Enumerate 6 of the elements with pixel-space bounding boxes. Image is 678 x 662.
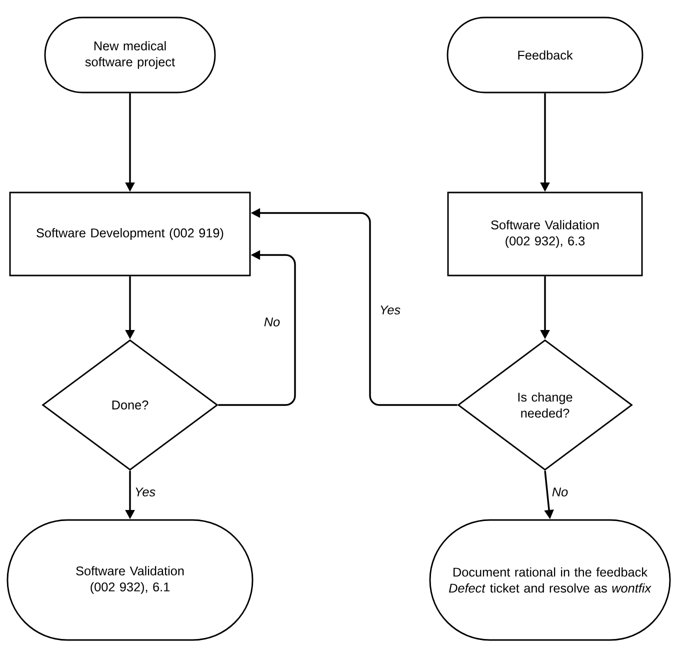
process-box: Software Validation (002 932), 6.3 (447, 192, 643, 276)
edge-label: Yes (377, 304, 403, 316)
edge-label: Yes (132, 486, 158, 498)
process-box: Software Development (002 919) (9, 192, 251, 276)
edge-label: No (550, 486, 570, 498)
edge-label: No (262, 316, 282, 328)
